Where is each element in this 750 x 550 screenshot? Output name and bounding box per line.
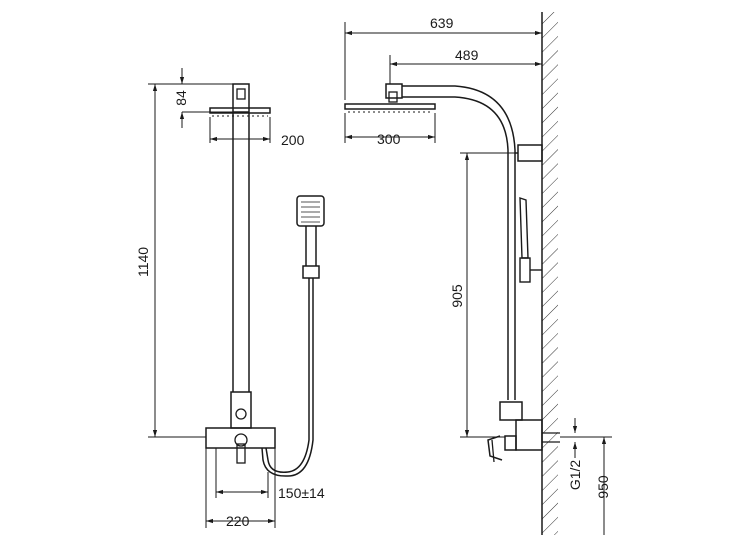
dim-label-300: 300 <box>377 131 401 147</box>
dim-label-220: 220 <box>226 513 250 529</box>
wall <box>541 12 558 535</box>
dim-label-200: 200 <box>281 132 305 148</box>
dim-label-1140: 1140 <box>135 247 151 277</box>
side-mixer <box>487 401 560 463</box>
dim-hose-spacing: 150±14 <box>215 448 325 501</box>
dim-floor-to-inlet: 950 <box>560 436 612 535</box>
dim-head-width-front: 200 <box>209 117 305 148</box>
side-view: 639 489 300 905 G1/2 <box>344 12 612 535</box>
dim-label-84: 84 <box>173 90 189 106</box>
dim-head-width-side: 300 <box>344 113 436 147</box>
dim-label-489: 489 <box>455 47 479 63</box>
dim-label-150: 150±14 <box>278 485 325 501</box>
dim-mixer-width: 220 <box>205 448 276 529</box>
dim-head-height: 84 <box>173 68 233 128</box>
dim-arm-projection: 489 <box>389 47 542 84</box>
front-view: 84 200 1140 150±14 220 <box>135 68 325 529</box>
dim-label-905: 905 <box>449 284 465 308</box>
front-mixer-body <box>205 427 276 464</box>
dim-inlet-thread: G1/2 <box>567 418 583 490</box>
front-hand-shower <box>261 195 325 477</box>
dim-total-height: 1140 <box>135 83 233 438</box>
dim-label-g12: G1/2 <box>567 460 583 491</box>
dim-label-950: 950 <box>595 475 611 499</box>
dim-overall-projection: 639 <box>344 15 542 100</box>
dim-label-639: 639 <box>430 15 454 31</box>
front-rain-shower-head <box>209 83 271 117</box>
dim-mixer-to-top: 905 <box>449 152 515 438</box>
front-riser-pipe <box>230 113 252 429</box>
side-rain-shower-head <box>344 83 436 113</box>
side-curved-arm <box>402 85 543 400</box>
side-hand-shower <box>519 197 542 283</box>
